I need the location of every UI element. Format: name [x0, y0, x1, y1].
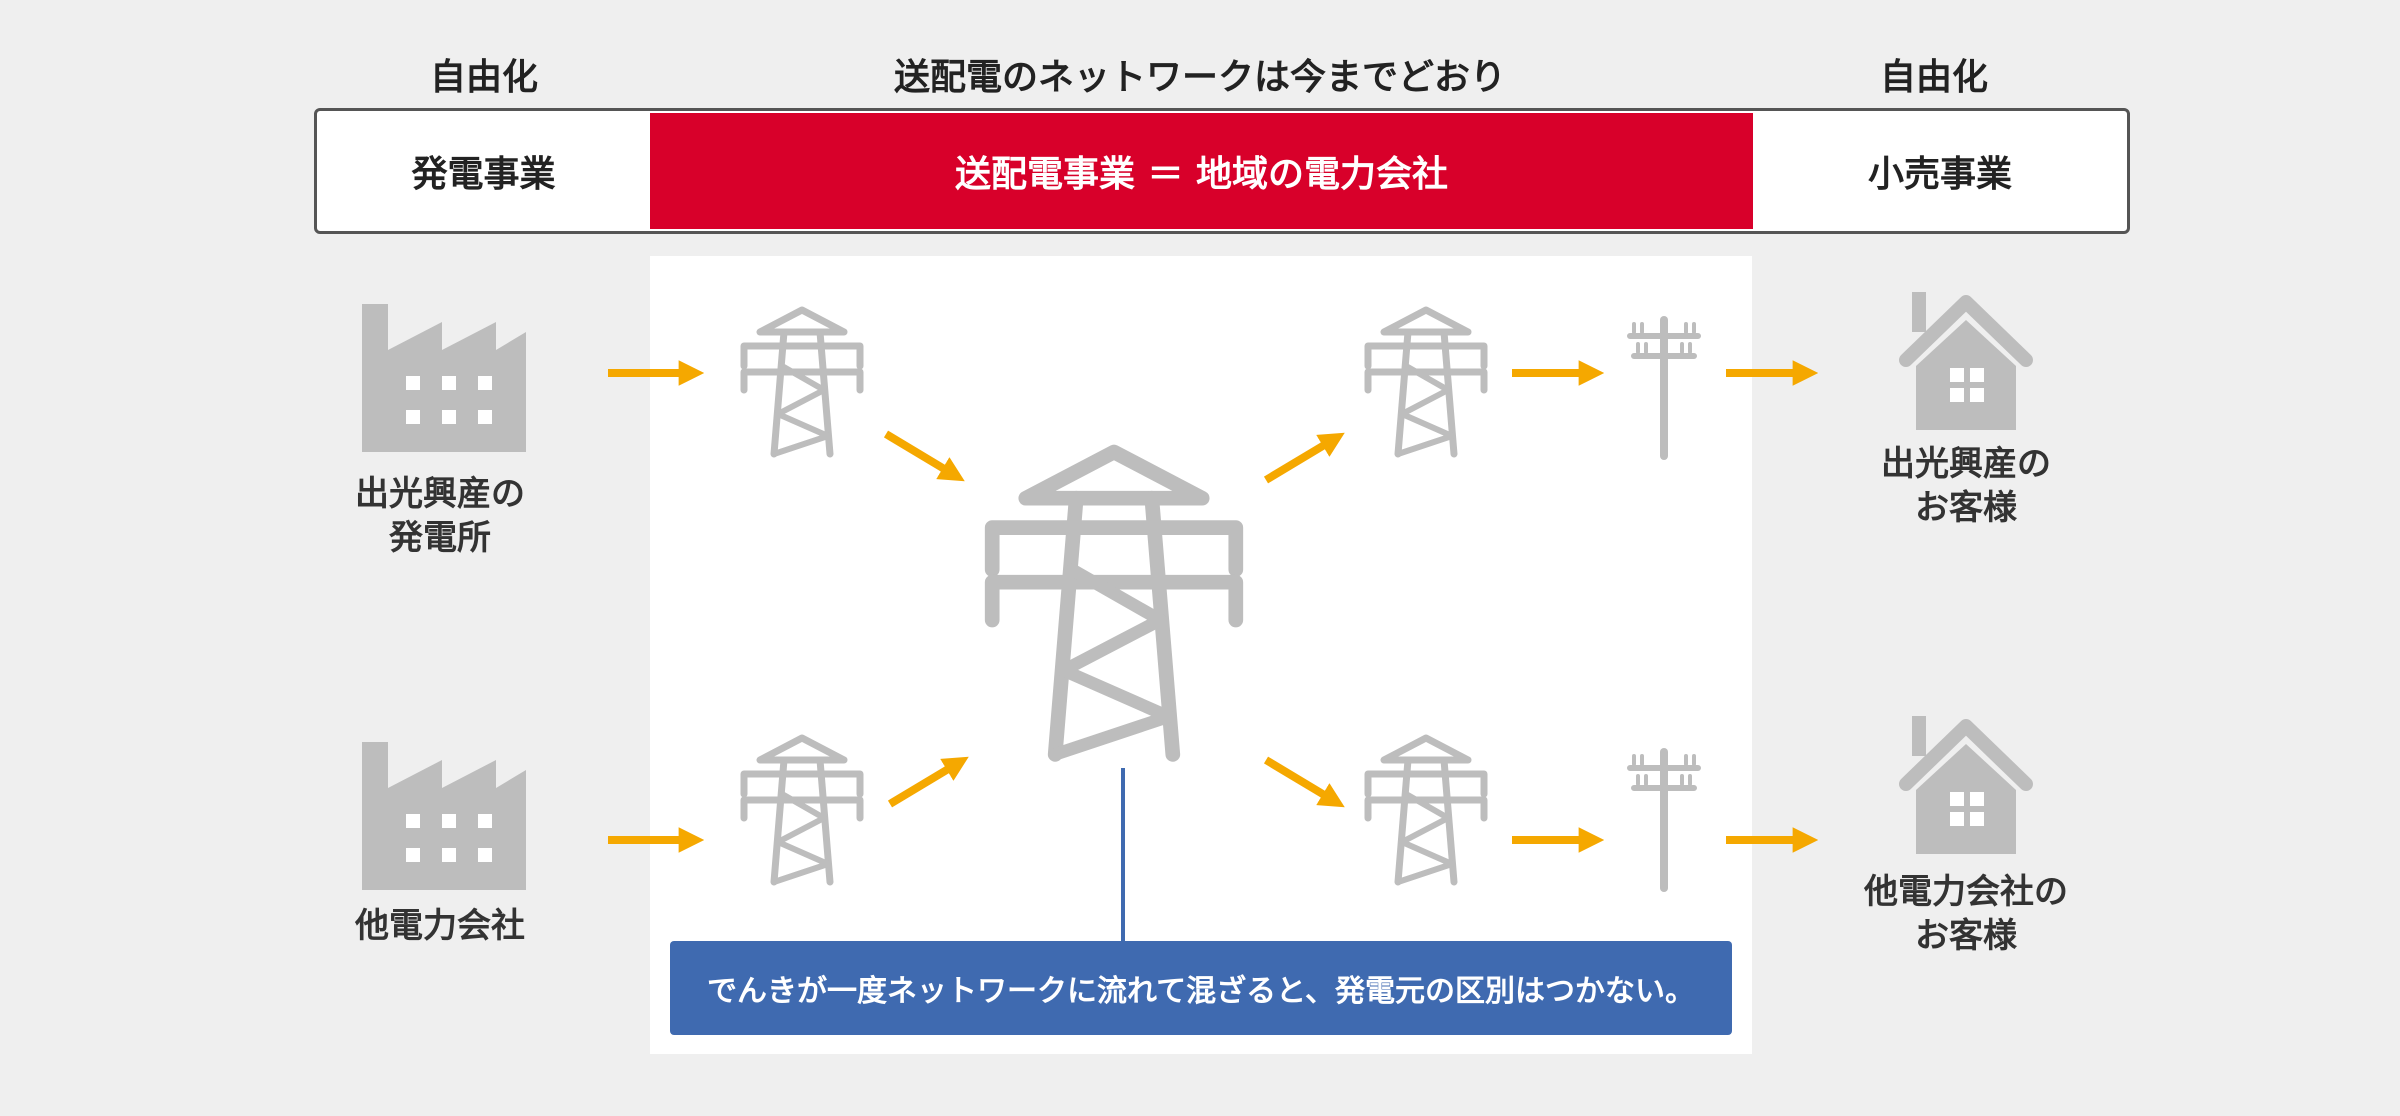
factory-icon	[362, 304, 526, 452]
network-panel	[650, 256, 1752, 1054]
central-transmission-tower-icon	[992, 452, 1236, 754]
customer-label-top-line2: お客様	[1915, 488, 2017, 528]
source-label-top-line1: 出光興産の	[355, 474, 525, 514]
generation-business-label: 発電事業	[411, 154, 556, 195]
arrow-icon	[883, 430, 965, 482]
transmission-tower-icon	[1368, 310, 1484, 454]
utility-pole-icon	[1630, 752, 1698, 888]
house-icon	[1906, 716, 2026, 854]
header-right: 自由化	[1879, 57, 1988, 98]
customer-label-bottom-line2: お客様	[1915, 916, 2017, 956]
source-label-bottom: 他電力会社	[330, 904, 550, 948]
transmission-tower-icon	[1368, 738, 1484, 882]
mixing-note: でんきが一度ネットワークに流れて混ざると、発電元の区別はつかない。	[670, 941, 1732, 1035]
arrow-icon	[1263, 432, 1345, 484]
note-connector-line	[1121, 768, 1125, 941]
retail-business-label: 小売事業	[1867, 154, 2012, 195]
customer-label-top-line1: 出光興産の	[1881, 444, 2051, 484]
house-icon	[1906, 292, 2026, 430]
utility-pole-icon	[1630, 320, 1698, 456]
header-center: 送配電のネットワークは今までどおり	[893, 57, 1506, 98]
factory-icon	[362, 742, 526, 890]
source-label-bottom-line1: 他電力会社	[355, 906, 525, 946]
customer-label-bottom: 他電力会社の お客様	[1826, 870, 2106, 958]
transmission-tower-icon	[744, 738, 860, 882]
source-label-top-line2: 発電所	[389, 518, 491, 558]
header-left: 自由化	[429, 57, 538, 98]
transmission-business-label: 送配電事業 ＝ 地域の電力会社	[650, 113, 1753, 229]
source-label-top: 出光興産の 発電所	[330, 472, 550, 560]
business-bar: 発電事業 送配電事業 ＝ 地域の電力会社 小売事業	[314, 108, 2130, 234]
customer-label-top: 出光興産の お客様	[1836, 442, 2096, 530]
customer-label-bottom-line1: 他電力会社の	[1864, 872, 2068, 912]
transmission-tower-icon	[744, 310, 860, 454]
arrow-icon	[887, 756, 969, 808]
arrow-icon	[1263, 756, 1345, 808]
